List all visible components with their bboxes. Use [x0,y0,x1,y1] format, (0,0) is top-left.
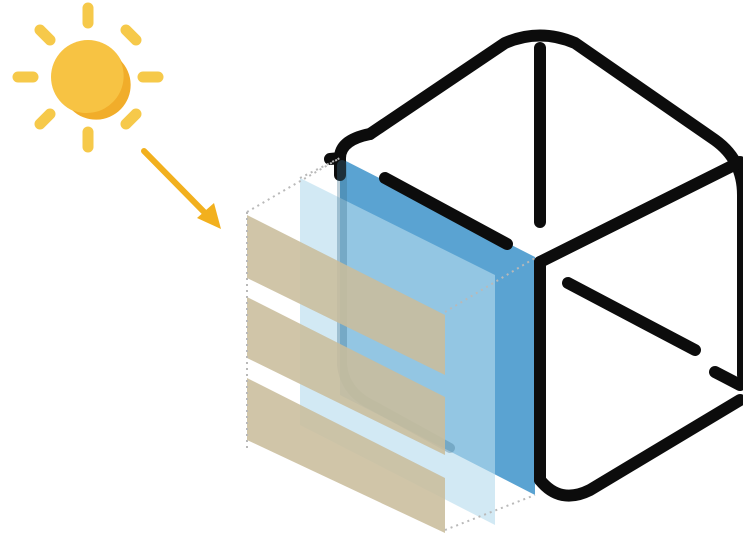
louver-slat [247,215,445,375]
projection-guide-lines [246,157,536,531]
louver-slat [247,297,445,455]
louver-slats [247,215,445,533]
sun-shade [72,60,131,120]
sun-disc [51,40,125,114]
sun-rays [12,2,164,153]
cube-outline [324,29,743,502]
sunlight-arrow-icon [141,148,221,229]
sun-icon [12,2,164,153]
louver-slat [247,378,445,533]
